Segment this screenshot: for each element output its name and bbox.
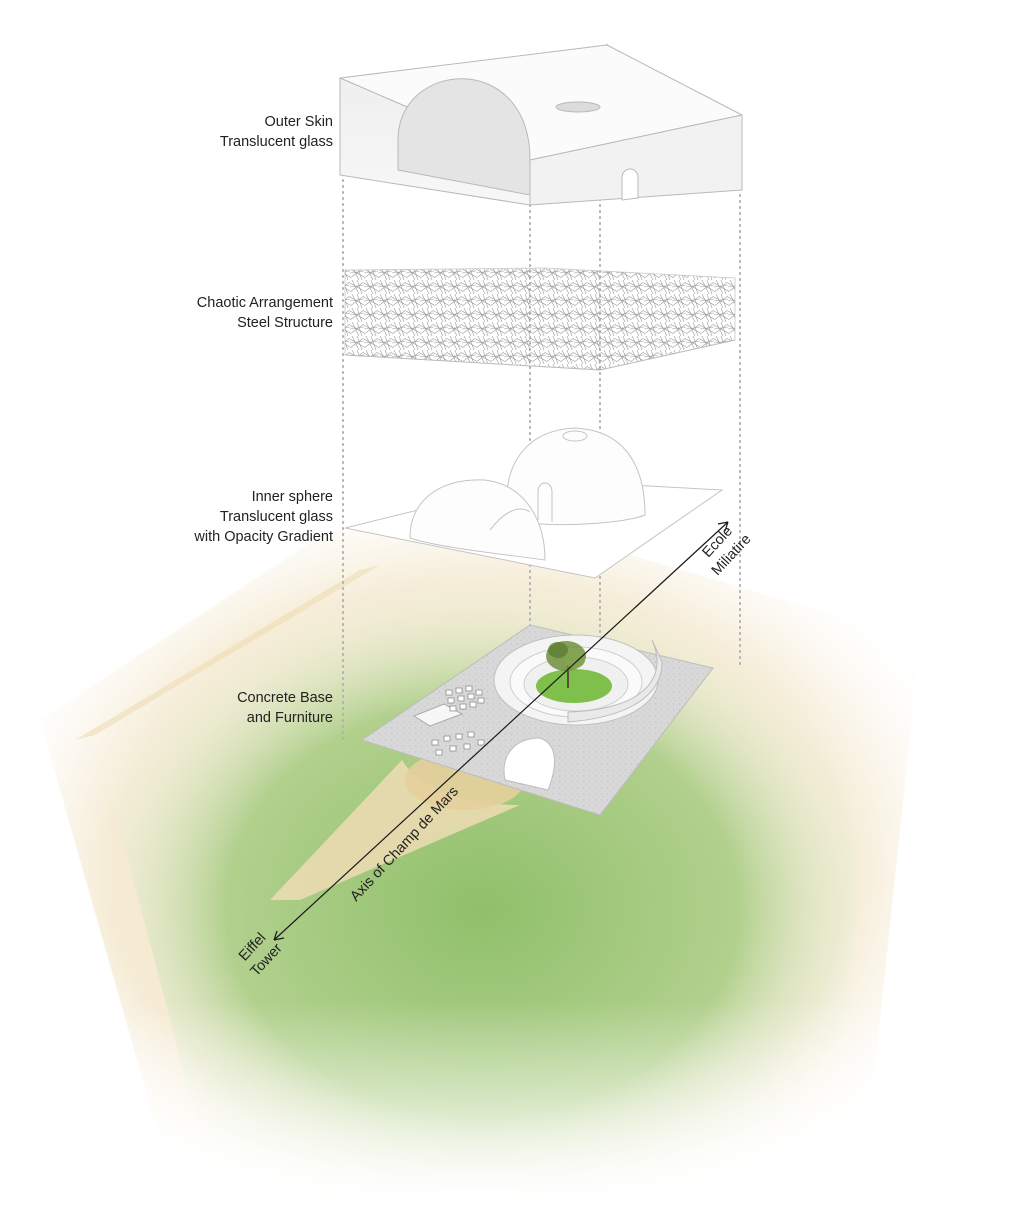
ground-plane <box>0 530 1010 1209</box>
chair-group-top <box>445 685 485 712</box>
chair-group-bottom <box>431 731 485 756</box>
label-outer-skin-line-1: Outer Skin <box>264 114 334 130</box>
label-inner-sphere-line-3: with Opacity Gradient <box>194 529 333 545</box>
sand-path-inner <box>75 565 380 740</box>
label-concrete-base-line-2: and Furniture <box>246 710 333 726</box>
tree <box>546 641 586 688</box>
outer-skin-box <box>339 44 743 206</box>
label-inner-sphere-line-1: Inner sphere <box>251 489 333 505</box>
inner-dome-large <box>506 427 646 526</box>
label-inner-sphere-line-2: Translucent glass <box>219 509 333 525</box>
sand-axis-path <box>270 760 520 900</box>
label-inner-sphere: Inner sphere Translucent glass with Opac… <box>194 487 333 547</box>
label-outer-skin: Outer Skin Translucent glass <box>220 112 333 152</box>
inner-dome-small <box>409 479 546 561</box>
curved-wall <box>567 639 663 723</box>
steel-structure-layer <box>344 267 736 371</box>
outer-skin-skylight <box>555 101 601 113</box>
label-steel-structure-line-2: Steel Structure <box>237 315 333 331</box>
label-concrete-base: Concrete Base and Furniture <box>237 688 333 728</box>
axis-arrowhead-ne <box>717 521 729 532</box>
outer-skin-vault <box>397 78 531 196</box>
steel-structure-mesh <box>344 267 736 371</box>
seating-pavilion <box>503 737 556 791</box>
inner-dome-large-door <box>537 482 553 522</box>
label-steel-structure-line-1: Chaotic Arrangement <box>196 295 333 311</box>
outer-skin-door <box>621 168 639 201</box>
inner-dome-oculus <box>562 430 588 442</box>
steel-structure-base-line <box>344 339 736 371</box>
axis-arrowhead-sw <box>273 930 285 941</box>
champ-de-mars-axis <box>273 521 729 941</box>
bottom-fade <box>0 1000 1010 1209</box>
label-steel-structure: Chaotic Arrangement Steel Structure <box>197 293 333 333</box>
central-lawn <box>536 669 612 703</box>
inner-dome-small-cut <box>489 508 531 531</box>
label-concrete-base-line-1: Concrete Base <box>237 690 333 706</box>
inner-sphere-layer <box>344 427 724 579</box>
axis-line <box>273 521 729 941</box>
concrete-base-layer <box>360 624 714 816</box>
label-outer-skin-line-2: Translucent glass <box>219 134 333 150</box>
